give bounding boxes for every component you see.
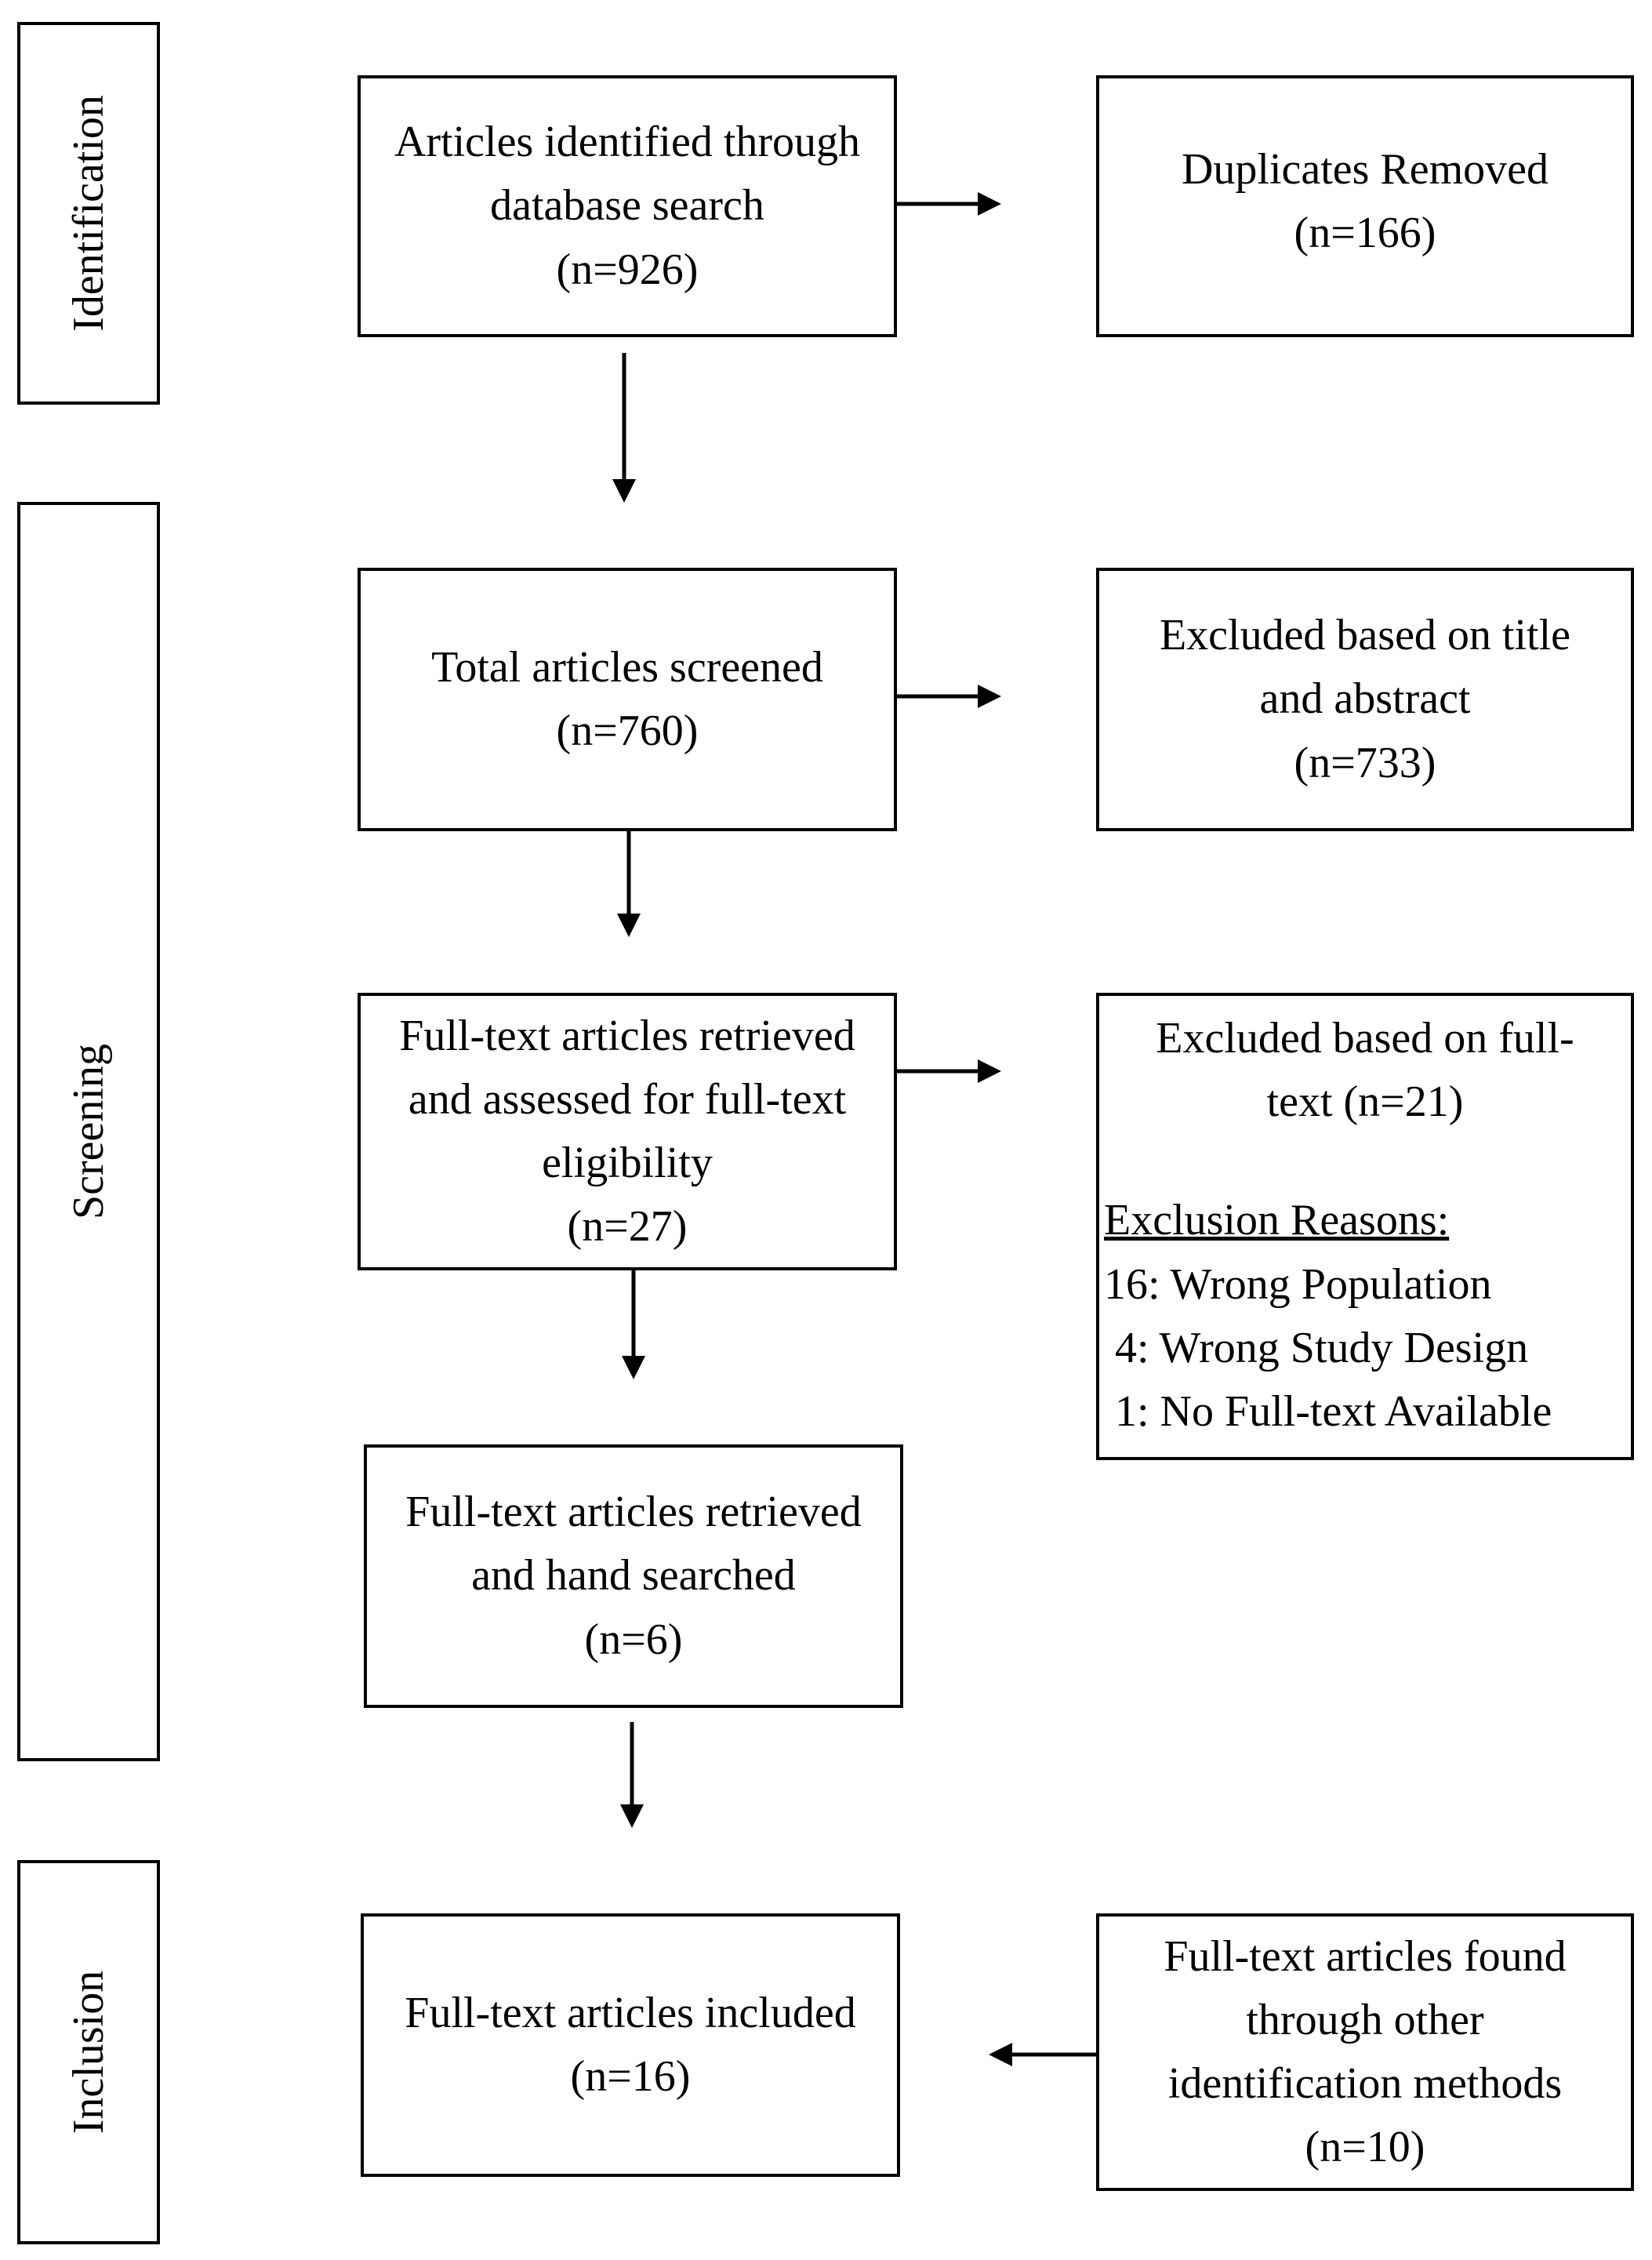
stage-identification: Identification [17, 22, 160, 405]
hand-searched-line2: and hand searched [471, 1551, 796, 1601]
box-excluded-title: Excluded based on title and abstract (n=… [1096, 568, 1634, 831]
other-methods-count: (n=10) [1305, 2123, 1425, 2172]
identified-line1: Articles identified through [394, 118, 861, 167]
excluded-title-count: (n=733) [1294, 738, 1436, 787]
other-methods-line2: through other [1246, 1995, 1484, 2044]
identified-line2: database search [490, 181, 764, 231]
excluded-title-line2: and abstract [1259, 674, 1471, 724]
stage-screening: Screening [17, 502, 160, 1761]
fulltext-count: (n=27) [567, 1202, 688, 1252]
box-other-methods: Full-text articles found through other i… [1096, 1913, 1634, 2191]
included-line1: Full-text articles included [405, 1988, 856, 2037]
screened-line1: Total articles screened [431, 642, 823, 692]
box-screened: Total articles screened (n=760) [358, 568, 897, 831]
excluded-fulltext-line2: text (n=21) [1266, 1077, 1464, 1127]
box-excluded-fulltext: Excluded based on full- text (n=21) Excl… [1096, 993, 1634, 1460]
screened-count: (n=760) [556, 707, 699, 755]
hand-searched-line1: Full-text articles retrieved [405, 1488, 862, 1537]
included-count: (n=16) [570, 2052, 691, 2101]
box-hand-searched: Full-text articles retrieved and hand se… [364, 1444, 903, 1708]
hand-searched-count: (n=6) [584, 1615, 683, 1664]
other-methods-line3: identification methods [1167, 2059, 1563, 2108]
duplicates-count: (n=166) [1294, 209, 1436, 258]
box-fulltext-assessed: Full-text articles retrieved and assesse… [358, 993, 897, 1270]
fulltext-line1: Full-text articles retrieved [399, 1011, 855, 1060]
stage-inclusion: Inclusion [17, 1860, 160, 2244]
box-duplicates: Duplicates Removed (n=166) [1096, 75, 1634, 337]
fulltext-line2: and assessed for full-text [408, 1074, 847, 1124]
box-included: Full-text articles included (n=16) [361, 1913, 900, 2177]
duplicates-line1: Duplicates Removed [1181, 145, 1549, 194]
exclusion-reason-item: 16: Wrong Population [1104, 1259, 1492, 1309]
excluded-title-line1: Excluded based on title [1159, 611, 1571, 660]
box-identified: Articles identified through database sea… [358, 75, 897, 337]
exclusion-reason-item: 1: No Full-text Available [1104, 1386, 1552, 1436]
other-methods-line1: Full-text articles found [1164, 1931, 1567, 1981]
identified-count: (n=926) [556, 245, 699, 294]
exclusion-reasons-heading: Exclusion Reasons: [1104, 1196, 1450, 1245]
excluded-fulltext-line1: Excluded based on full- [1156, 1014, 1574, 1063]
fulltext-line3: eligibility [542, 1139, 713, 1187]
exclusion-reason-item: 4: Wrong Study Design [1104, 1323, 1529, 1372]
